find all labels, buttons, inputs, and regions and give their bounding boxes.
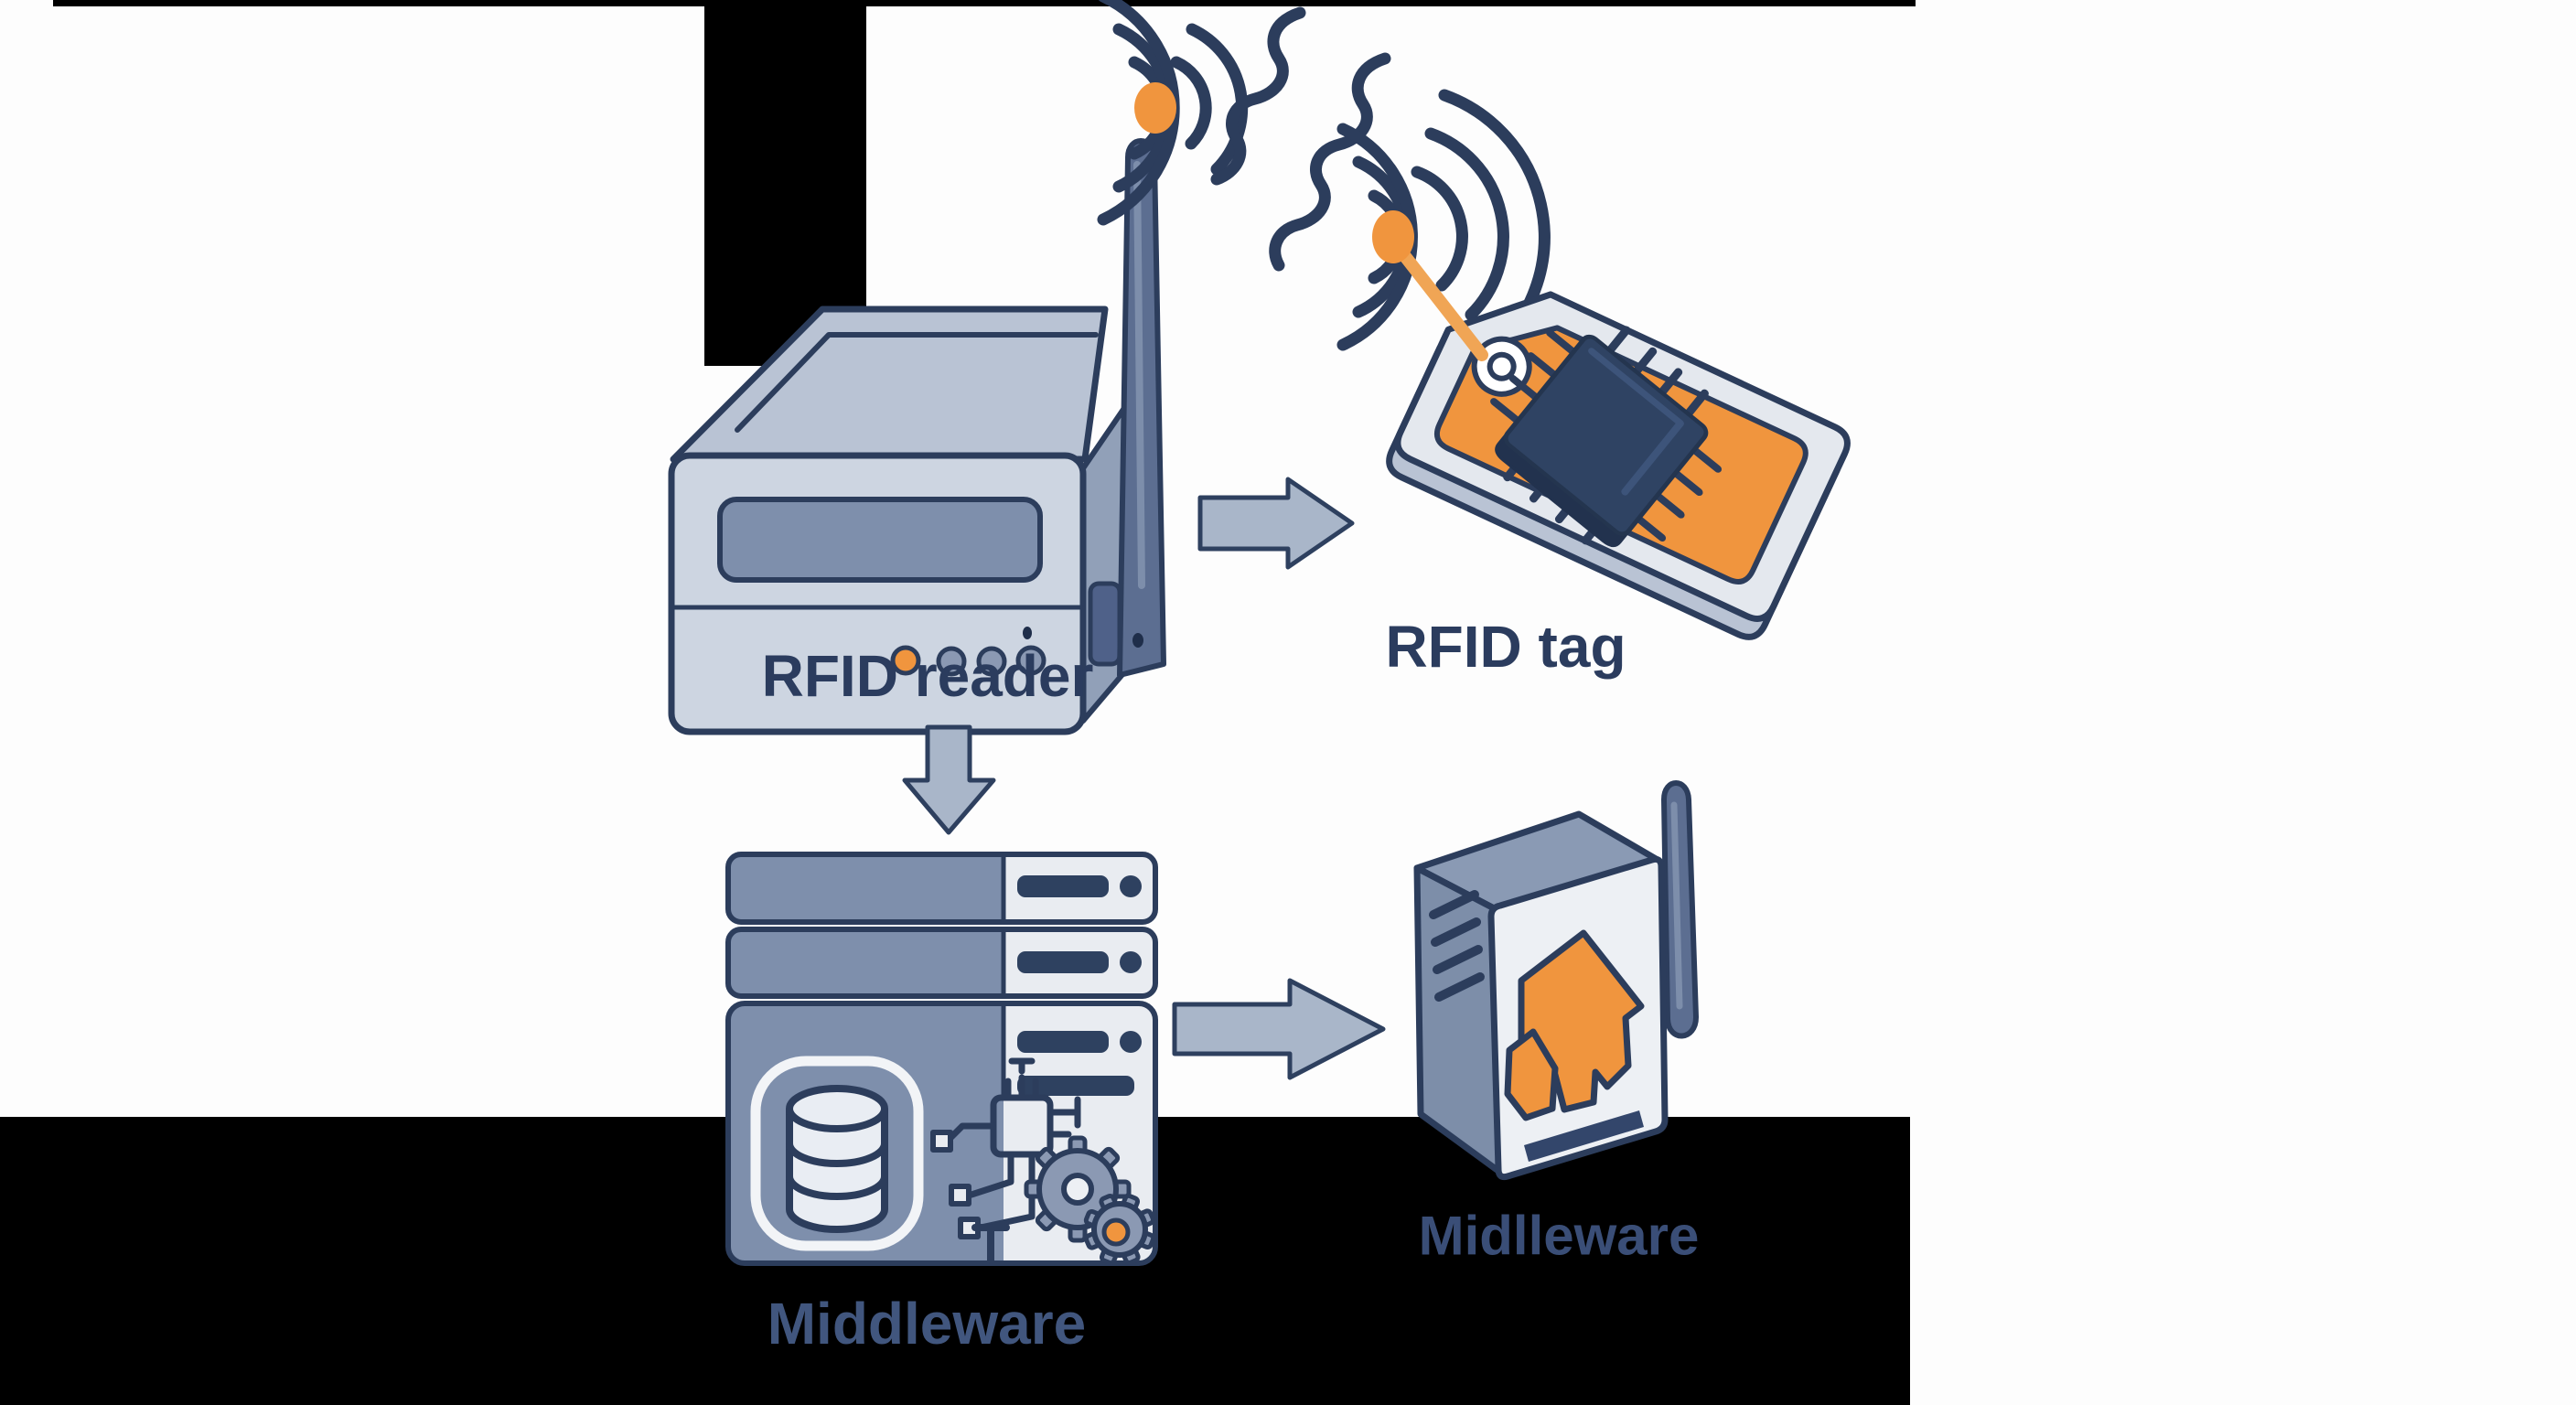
white-canvas-bottom-right [1910,1117,2576,1405]
database-capsule-outline [750,1056,924,1251]
reader-signal-dot [1134,82,1176,134]
rfid-tag-icon [1386,291,1851,640]
rfid-reader-device-icon [668,138,1166,735]
server-bottom-tick [971,1224,1010,1264]
rf-wave-squiggles-icon [1210,6,1391,272]
server-dash-4 [1017,1076,1134,1096]
reader-led-1 [936,646,967,677]
reader-slot [717,497,1043,583]
rfid-reader-label: RFID reader [761,643,1094,709]
top-edge-black-line [53,0,1916,6]
reader-led-2 [976,646,1007,677]
server-dot-1 [1120,875,1142,897]
arrow-reader-to-tag [1197,477,1355,570]
reader-led-orange [890,645,921,676]
server-dash-1 [1017,875,1109,897]
server-dot-3 [1120,1031,1142,1053]
tag-signal-dot [1372,210,1414,263]
server-dash-3 [1017,1031,1109,1053]
gear-large-icon [1024,1135,1132,1243]
tag-signal-dot-and-stalk [1372,210,1488,361]
gear-orange-center [1101,1217,1131,1247]
server-dot-2 [1120,951,1142,973]
tag-chip-icon [1490,326,1723,547]
reader-pinhole [1023,627,1032,639]
gateway-underline-bar [1524,1110,1644,1162]
arrow-middleware-to-gateway [1172,978,1386,1080]
tag-hole-inner [1487,351,1517,381]
middleware-gateway-label: Midlleware [1418,1205,1700,1267]
top-black-notch [704,0,866,366]
arrow-reader-to-middleware [902,724,996,835]
reader-antenna-highlight [1133,161,1145,589]
reader-wifi-signal-icon [1097,0,1249,226]
gear-small-icon [1083,1193,1156,1266]
reader-top-face [670,306,1109,463]
middleware-server-label: Middleware [767,1291,1087,1357]
gateway-orange-icon-small [1504,1028,1559,1121]
middleware-gateway-icon [1413,780,1699,1181]
middleware-server-icon [725,852,1158,1266]
rfid-tag-label: RFID tag [1385,614,1626,680]
reader-top-accent-line [735,332,1099,433]
server-dash-2 [1017,951,1109,973]
gateway-vent-slashes [1429,890,1485,1002]
reader-antenna-dot [1132,633,1143,648]
reader-led-3 [1015,645,1046,676]
reader-antenna-bracket [1088,581,1122,667]
database-icon [786,1085,888,1233]
